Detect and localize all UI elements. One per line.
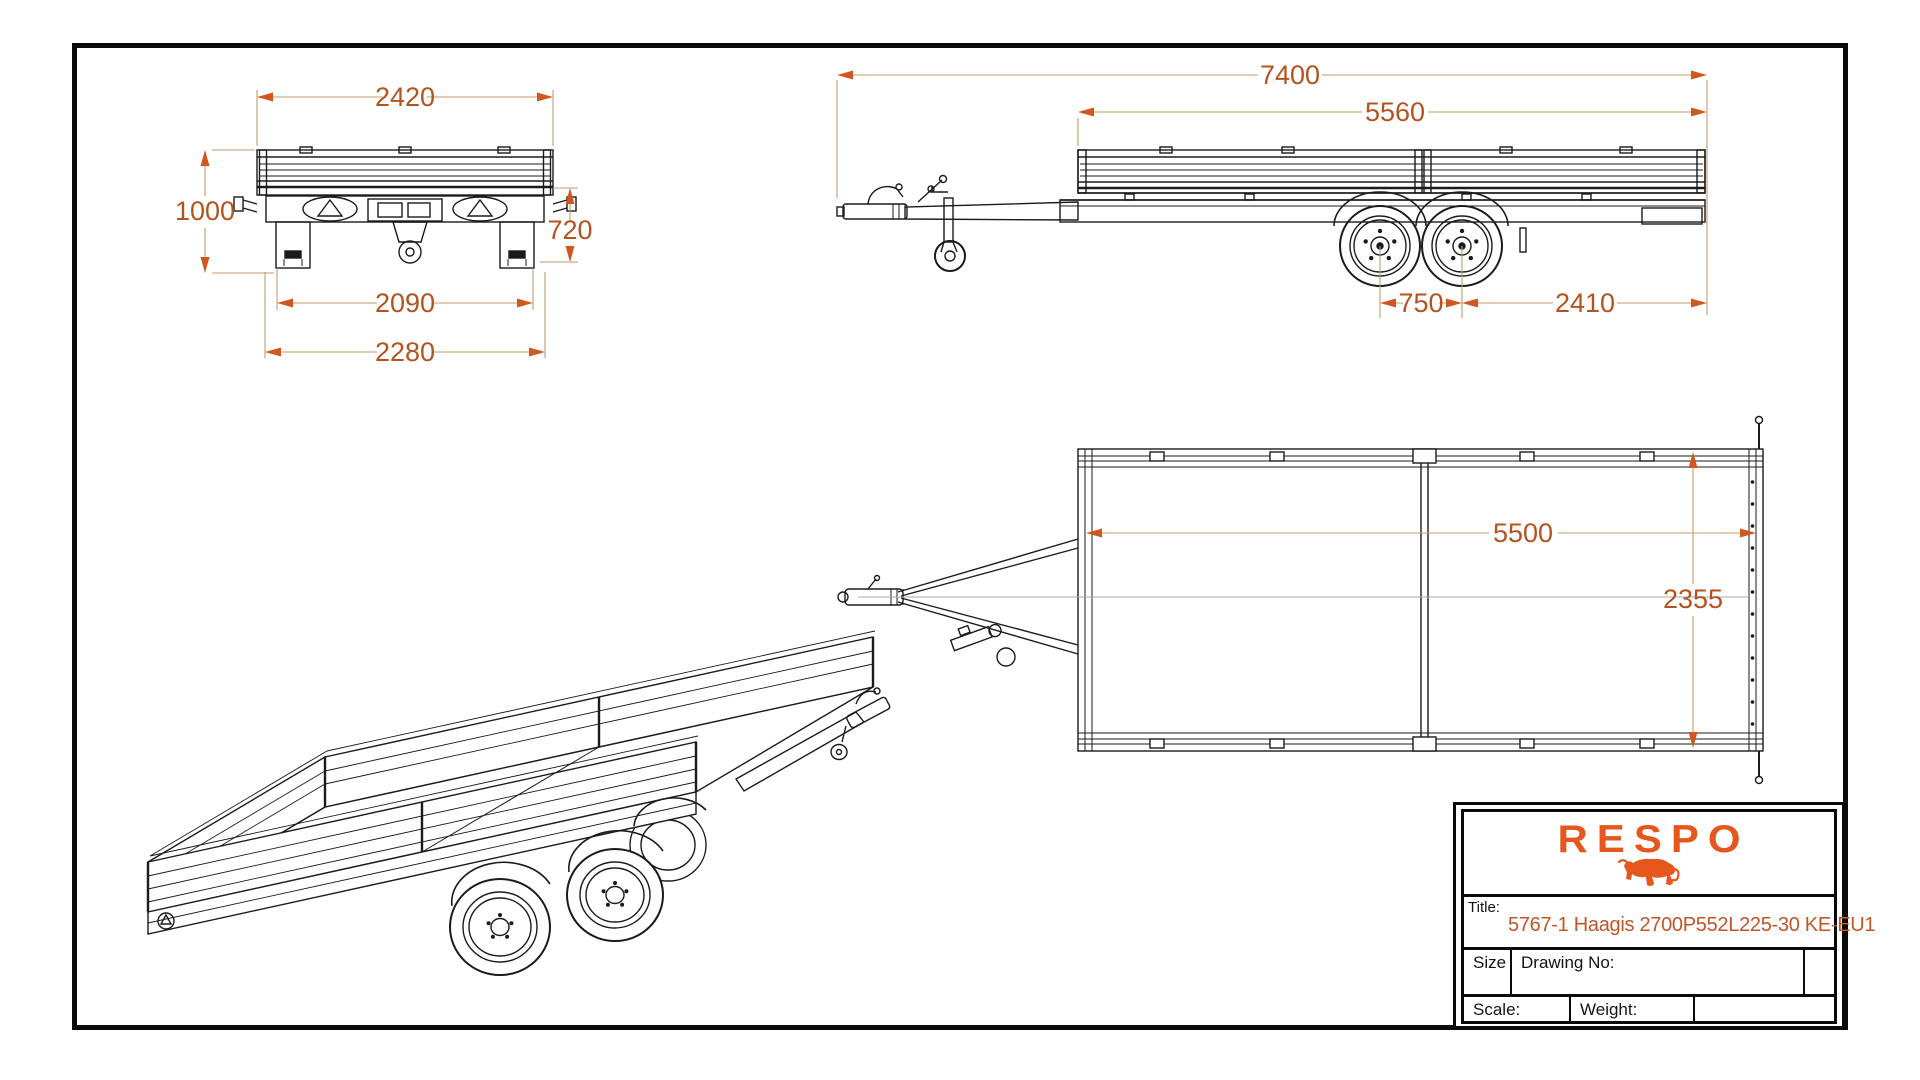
scale-row: Scale: Weight: <box>1461 994 1837 1024</box>
side-view-dimensions: 7400 5560 750 2410 <box>836 60 1708 318</box>
dim-side-axle-to-rear: 2410 <box>1555 288 1615 318</box>
iso-wheel-2 <box>566 848 664 942</box>
weight-label-cell: Weight: <box>1569 997 1693 1021</box>
dim-front-top-width: 2420 <box>375 82 435 112</box>
brand-logo-text: RESPO <box>1557 816 1750 861</box>
iso-wheel-1 <box>449 878 551 976</box>
bull-icon <box>1617 858 1680 886</box>
dim-front-support-track: 2090 <box>375 288 435 318</box>
iso-drawbar <box>734 687 891 792</box>
size-row: Size Drawing No: <box>1461 947 1837 997</box>
dim-plan-inner-width: 2355 <box>1663 584 1723 614</box>
logo-cell: RESPO <box>1461 809 1837 897</box>
dim-side-overall-length: 7400 <box>1260 60 1320 90</box>
dim-side-axle-spacing: 750 <box>1398 288 1443 318</box>
dim-side-bed-length: 5560 <box>1365 97 1425 127</box>
dim-front-left-height: 1000 <box>175 196 235 226</box>
plan-view: 5500 2355 <box>837 415 1764 785</box>
title-value: 5767-1 Haagis 2700P552L225-30 KE-EU1 <box>1508 914 1876 936</box>
side-view-linework <box>836 146 1706 287</box>
plan-view-linework <box>837 415 1764 785</box>
front-view-dimensions: 2420 1000 720 2090 2280 <box>175 82 593 367</box>
size-row-empty-cell <box>1803 950 1834 994</box>
title-label: Title: <box>1468 899 1500 916</box>
dim-front-right-height: 720 <box>547 215 592 245</box>
isometric-view <box>146 630 891 976</box>
drawing-border-frame <box>72 43 1848 1030</box>
iso-rear-lamp <box>157 912 175 930</box>
side-view: 7400 5560 750 2410 <box>836 60 1708 318</box>
plan-hinge-dots <box>1750 480 1755 726</box>
front-view-linework <box>233 146 577 269</box>
dim-front-overall-width: 2280 <box>375 337 435 367</box>
drawing-no-label-cell: Drawing No: <box>1510 950 1803 994</box>
plan-jockey-wheel <box>949 623 1002 652</box>
scale-label-cell: Scale: <box>1473 1000 1521 1019</box>
scale-row-empty-cell <box>1693 997 1834 1021</box>
plan-view-dimensions: 5500 2355 <box>1086 452 1756 748</box>
title-row: Title: 5767-1 Haagis 2700P552L225-30 KE-… <box>1461 894 1876 950</box>
size-label-cell: Size <box>1473 953 1507 972</box>
front-view: 2420 1000 720 2090 2280 <box>175 82 593 367</box>
title-block: RESPO Title: 5767-1 Haagis 2700P552L225-… <box>1453 802 1876 1029</box>
dim-plan-inner-length: 5500 <box>1493 518 1553 548</box>
